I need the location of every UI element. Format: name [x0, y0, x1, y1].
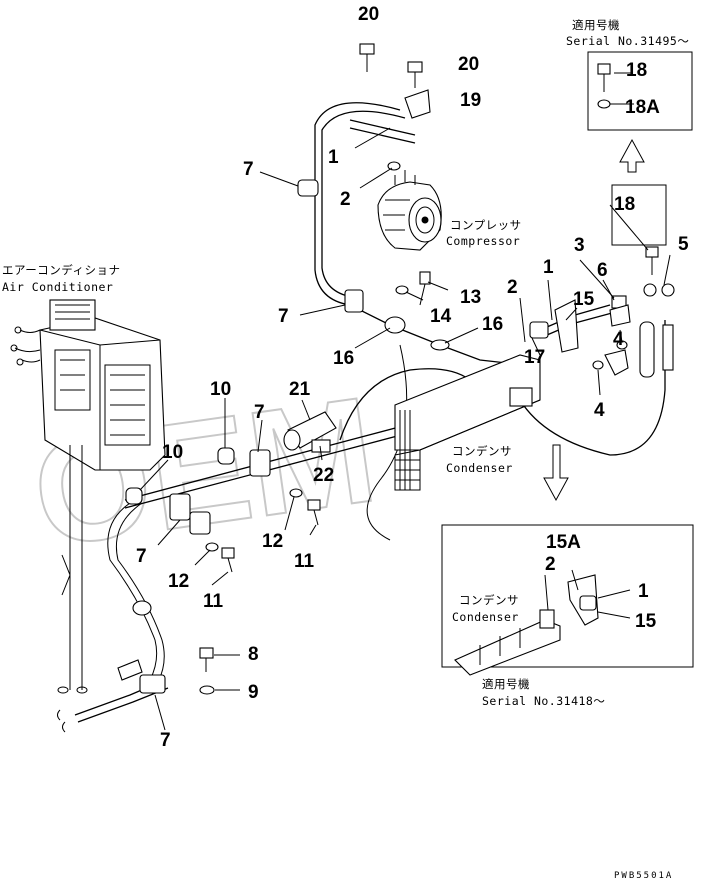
condenser-inset-label-jp: コンデンサ [459, 593, 519, 607]
callout-1c: 1 [638, 581, 649, 602]
callout-2c: 2 [545, 554, 556, 575]
callout-17: 17 [524, 347, 545, 368]
condenser-main [394, 354, 541, 491]
callout-2a: 2 [340, 189, 351, 210]
callout-10a: 10 [210, 379, 231, 400]
air-conditioner-unit [10, 299, 166, 694]
compressor-label-en: Compressor [446, 234, 520, 248]
callout-19: 19 [460, 90, 481, 111]
callout-2b: 2 [507, 277, 518, 298]
callout-21: 21 [289, 379, 311, 400]
callout-11a: 11 [294, 551, 315, 572]
callout-20b: 20 [458, 54, 479, 75]
serial-top-en: Serial No.31495～ [566, 34, 689, 48]
aircon-label-en: Air Conditioner [2, 280, 113, 294]
receiver-drier [604, 283, 675, 378]
callout-15: 15 [573, 289, 595, 310]
callout-7d: 7 [136, 546, 147, 567]
callout-12b: 12 [168, 571, 189, 592]
serial-inset-top [587, 51, 693, 246]
condenser-label-jp: コンデンサ [452, 444, 512, 458]
callout-1a: 1 [328, 147, 339, 168]
callout-20a: 20 [358, 4, 379, 25]
callout-5: 5 [678, 234, 689, 255]
callout-7a: 7 [243, 159, 254, 180]
callout-18a: 18 [614, 194, 635, 215]
serial-inset-bottom [441, 444, 694, 676]
serial-top-jp: 適用号機 [572, 18, 620, 32]
callout-22: 22 [313, 465, 334, 486]
refrigerant-pipes [57, 102, 666, 733]
callout-14: 14 [430, 306, 452, 327]
callout-4b: 4 [594, 400, 605, 421]
hardware-parts [117, 43, 659, 695]
serial-bottom-en: Serial No.31418～ [482, 694, 605, 708]
condenser-label-en: Condenser [446, 461, 513, 475]
callout-4a: 4 [613, 329, 624, 350]
serial-labels: 適用号機 Serial No.31495～ 適用号機 Serial No.314… [482, 18, 689, 708]
callout-18A: 18A [625, 97, 660, 118]
serial-bottom-jp: 適用号機 [482, 677, 530, 691]
callout-7c: 7 [254, 402, 265, 423]
callout-7b: 7 [278, 306, 289, 327]
callout-7e: 7 [160, 730, 171, 751]
callout-3: 3 [574, 235, 585, 256]
callout-15A: 15A [546, 532, 581, 553]
callout-16a: 16 [333, 348, 354, 369]
leader-lines [139, 72, 671, 731]
aircon-label-jp: エアーコンディショナ [2, 263, 121, 277]
callout-18b: 18 [626, 60, 647, 81]
callout-11b: 11 [203, 591, 224, 612]
condenser-inset-label-en: Condenser [452, 610, 519, 624]
callout-15b: 15 [635, 611, 657, 632]
callout-1b: 1 [543, 257, 554, 278]
component-labels: コンプレッサ Compressor エアーコンディショナ Air Conditi… [2, 218, 522, 624]
drawing-code: PWB5501A [614, 871, 673, 881]
callout-12a: 12 [262, 531, 283, 552]
callout-13: 13 [460, 287, 481, 308]
compressor [377, 170, 442, 251]
callout-9: 9 [248, 682, 259, 703]
callout-6: 6 [597, 260, 608, 281]
callout-numbers: 20 20 19 1 7 2 13 14 7 16 16 2 1 3 6 5 1… [136, 4, 689, 751]
callout-10b: 10 [162, 442, 183, 463]
compressor-label-jp: コンプレッサ [450, 218, 522, 232]
callout-8: 8 [248, 644, 259, 665]
callout-16b: 16 [482, 314, 503, 335]
